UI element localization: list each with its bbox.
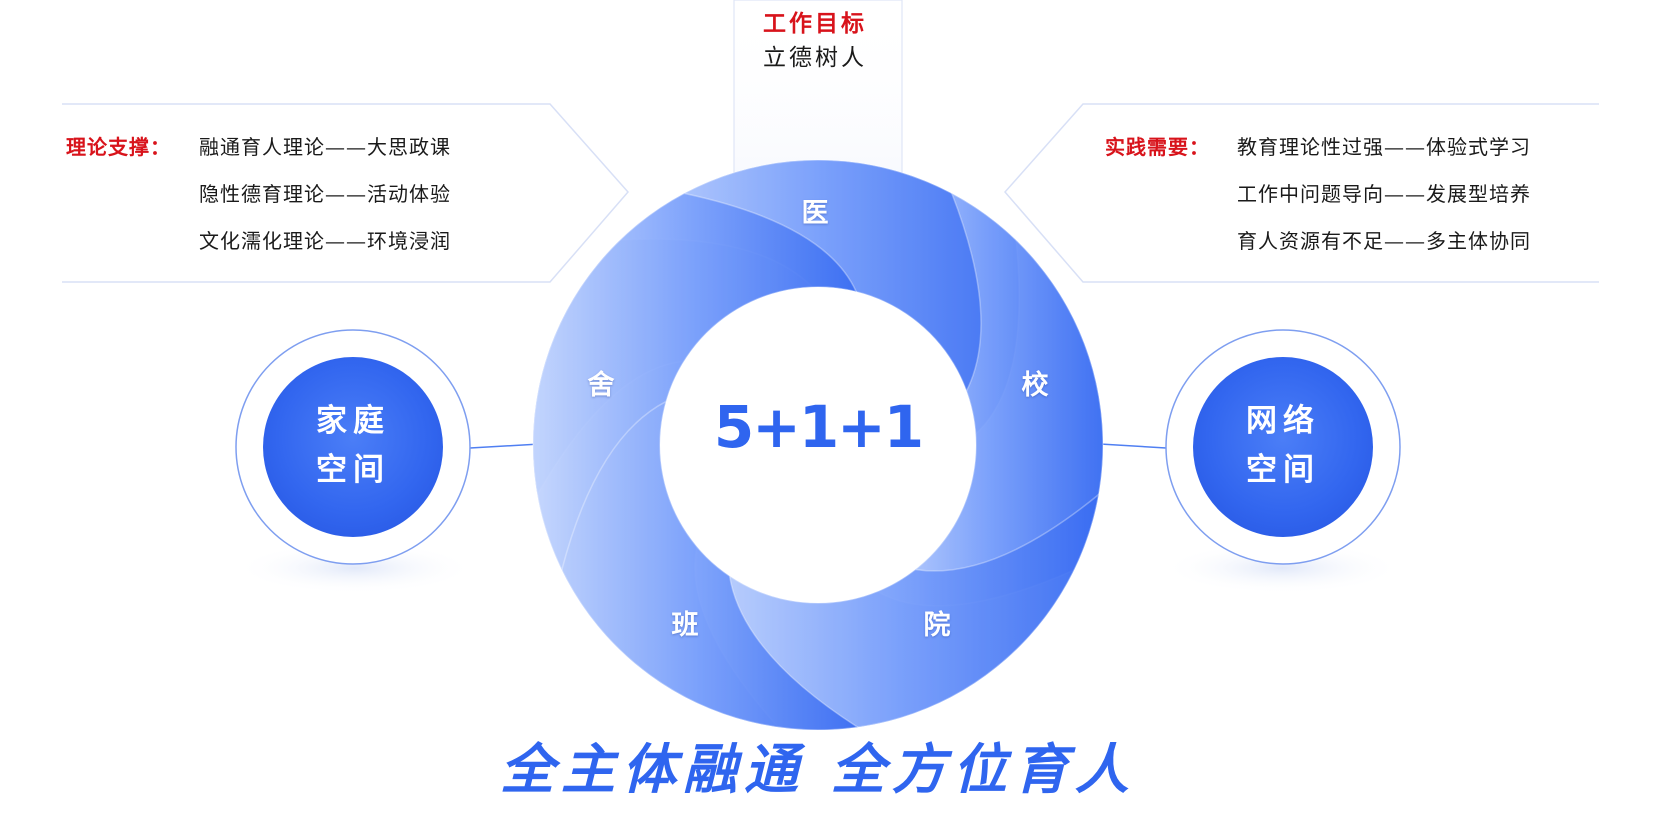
ring-segment-dorm xyxy=(532,192,858,573)
theory-item-2: 隐性德育理论——活动体验 xyxy=(199,182,451,206)
left-space-line-1: 家庭 xyxy=(316,403,390,439)
theory-panel xyxy=(62,103,629,283)
right-connector xyxy=(1099,443,1167,449)
left-bubble-shadow xyxy=(235,542,475,594)
left-bubble xyxy=(263,357,443,537)
practice-panel xyxy=(1004,103,1599,283)
segment-label-hospital: 医 xyxy=(801,198,829,229)
segment-label-college: 院 xyxy=(923,610,951,641)
practice-title: 实践需要： xyxy=(1105,135,1210,159)
center-label: 5+1+1 xyxy=(713,393,924,461)
practice-item-1: 教育理论性过强——体验式学习 xyxy=(1237,135,1531,159)
left-connector xyxy=(469,443,541,449)
slogan: 全主体融通 全方位育人 xyxy=(500,737,1136,801)
ring-hole xyxy=(660,287,976,603)
segment-label-school: 校 xyxy=(1021,370,1049,401)
theory-item-1: 融通育人理论——大思政课 xyxy=(199,135,451,159)
left-space-line-2: 空间 xyxy=(316,452,390,488)
right-bubble xyxy=(1193,357,1373,537)
practice-item-2: 工作中问题导向——发展型培养 xyxy=(1237,182,1531,206)
practice-item-3: 育人资源有不足——多主体协同 xyxy=(1237,229,1531,253)
right-space-line-1: 网络 xyxy=(1246,403,1320,439)
segment-label-dorm: 舍 xyxy=(587,370,615,401)
goal-value: 立德树人 xyxy=(763,45,867,71)
segment-label-class: 班 xyxy=(671,610,699,641)
theory-item-3: 文化濡化理论——环境浸润 xyxy=(199,229,451,253)
goal-label: 工作目标 xyxy=(763,10,867,37)
theory-title: 理论支撑： xyxy=(66,135,171,159)
ring-segments xyxy=(532,159,1104,731)
right-bubble-shadow xyxy=(1162,542,1402,594)
right-space-line-2: 空间 xyxy=(1246,452,1320,488)
